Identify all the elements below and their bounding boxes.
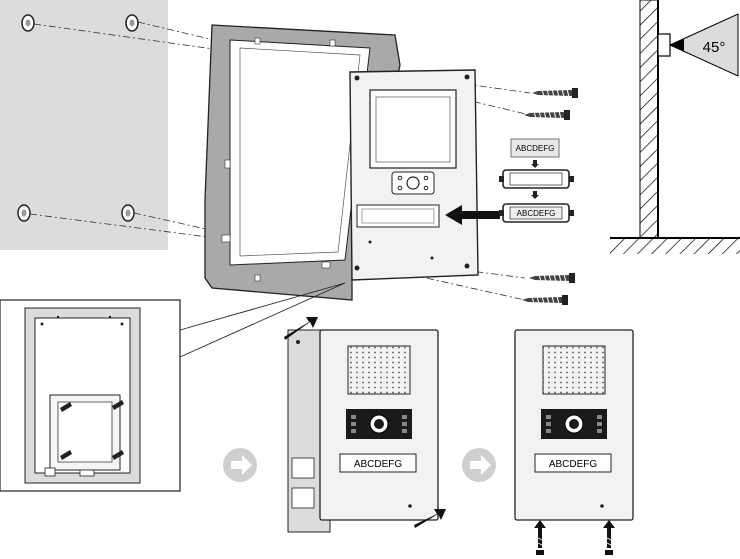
slide-arrow-icon: [284, 317, 318, 340]
camera-module: [391, 171, 435, 195]
screw-icon: [531, 87, 579, 99]
wall-hole: [121, 204, 135, 222]
screw-up-icon: [534, 520, 546, 555]
nameplate-assembled-text: ABCDEFG: [517, 209, 556, 218]
panel-a-nameplate: ABCDEFG: [354, 459, 403, 470]
angle-label: 45°: [703, 39, 726, 56]
panel-final-step: ABCDEFG: [514, 329, 634, 555]
wall-plate: [0, 0, 168, 250]
wall-hole: [125, 14, 139, 32]
nameplate-holder: [499, 169, 574, 189]
insert-arrow: [445, 205, 500, 225]
screw-icon: [528, 272, 576, 284]
nameplate-card-text: ABCDEFG: [516, 144, 555, 153]
screw-up-icon: [603, 520, 615, 555]
nameplate-label-card: ABCDEFG: [510, 138, 560, 158]
angle-wedge-icon: 45°: [657, 13, 739, 77]
next-step-arrow-icon: [462, 448, 496, 482]
panel-mounting-step: ABCDEFG: [284, 317, 446, 533]
screw-icon: [521, 294, 569, 306]
screw-icon: [523, 109, 571, 121]
front-panel: [349, 69, 479, 281]
wall-hole: [17, 204, 31, 222]
next-step-arrow-icon: [223, 448, 257, 482]
slide-arrow-icon: [414, 509, 446, 528]
down-arrow-icon: [531, 160, 539, 168]
back-detail-box: [0, 299, 181, 492]
down-arrow-icon: [531, 191, 539, 199]
detail-callout: [179, 282, 346, 358]
nameplate-assembled: ABCDEFG: [499, 203, 574, 223]
wall-section: [610, 0, 740, 254]
panel-b-nameplate: ABCDEFG: [549, 459, 598, 470]
wall-hole: [21, 14, 35, 32]
